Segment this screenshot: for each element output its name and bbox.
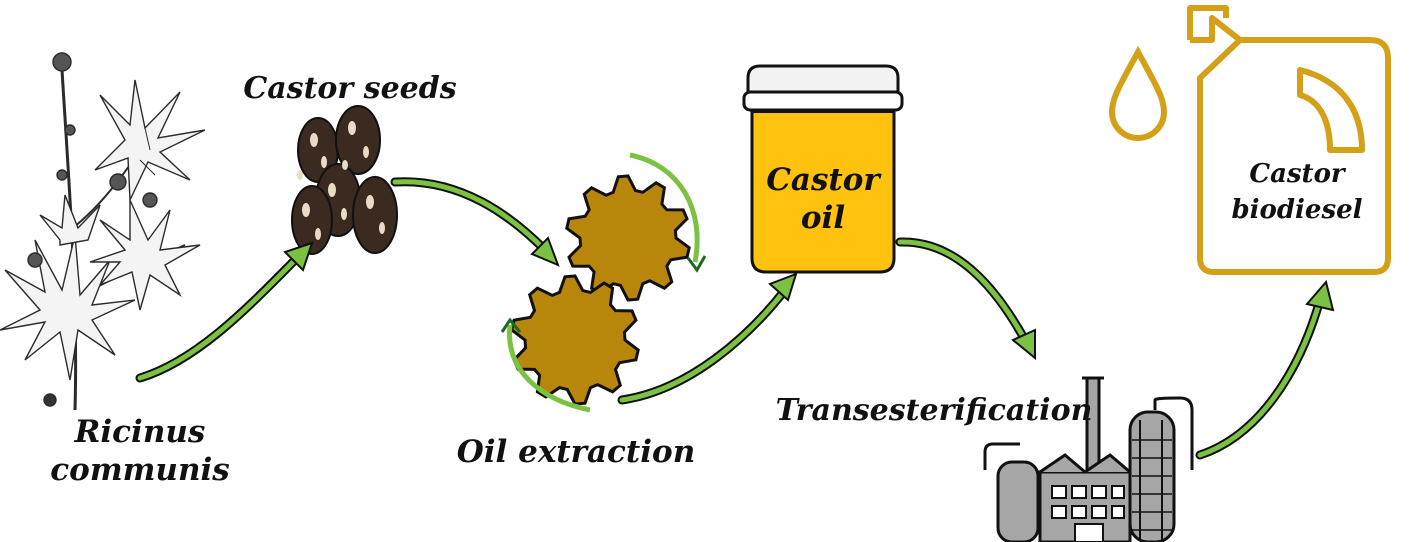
biodiesel-label-line1: Castor [1249, 159, 1347, 189]
oil-jar-icon [742, 64, 904, 274]
arrow-seeds-to-gears [390, 177, 560, 267]
transesterification-label: Transesterification [776, 393, 1093, 428]
seeds-label: Castor seeds [243, 71, 456, 106]
oil-label-line1: Castor [766, 162, 882, 198]
arrow-gears-to-oil [617, 272, 798, 405]
extraction-label: Oil extraction [457, 434, 695, 470]
drop-icon [1108, 45, 1168, 141]
arrow-factory-to-biodiesel [1195, 279, 1335, 460]
plant-icon [0, 52, 206, 411]
factory-icon [983, 376, 1194, 542]
process-arrows [135, 177, 1335, 460]
oil-label-line2: oil [801, 200, 845, 236]
rotation-arrow-icon [686, 255, 707, 273]
plant-label-line2: communis [50, 452, 229, 488]
seeds-icon [291, 105, 398, 255]
gears-icon [500, 152, 707, 413]
gear-icon [510, 274, 640, 406]
biodiesel-label-line2: biodiesel [1231, 195, 1362, 225]
rotation-arrow-icon [507, 324, 591, 413]
plant-label-line1: Ricinus [74, 414, 206, 450]
gear-shape [510, 274, 640, 406]
rotation-arrow-icon [500, 317, 522, 333]
arrow-plant-to-seeds [135, 241, 314, 383]
gear-shape [565, 174, 691, 302]
jerrycan-icon [1187, 5, 1391, 275]
arrow-oil-to-factory [895, 237, 1036, 361]
gear-icon [565, 174, 691, 302]
rotation-arrow-icon [629, 152, 700, 263]
